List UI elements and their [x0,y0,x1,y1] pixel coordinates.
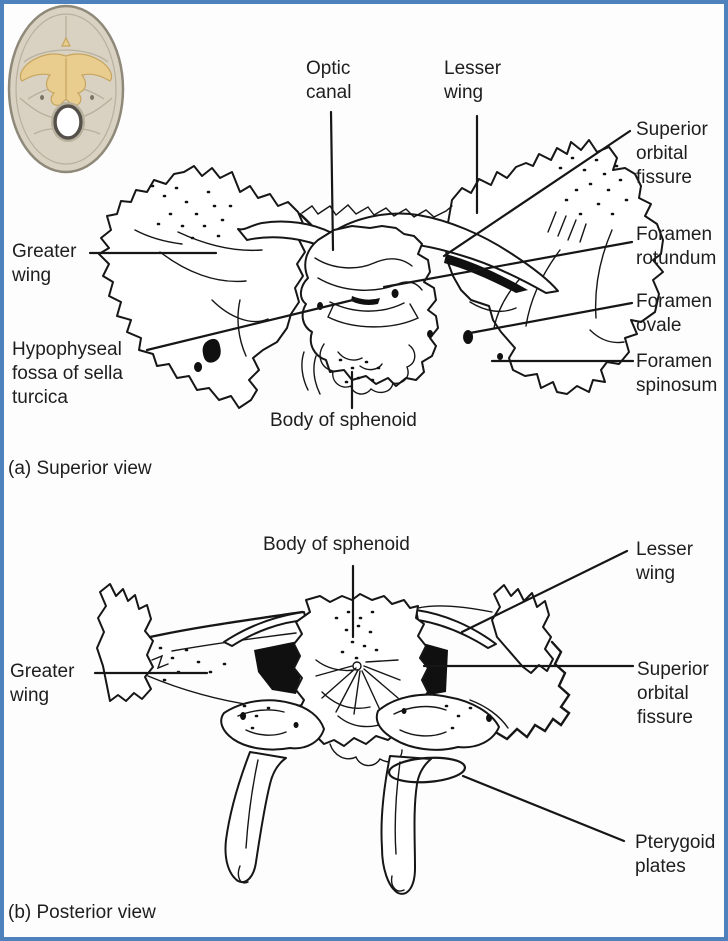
leader-optic-canal [329,110,335,252]
superior-orbital-fissure-slit-a [444,254,528,293]
body-dark-accents-a [317,296,434,338]
body-center-pit-b [352,661,362,671]
label-pterygoid-plates: Pterygoid plates [635,832,716,877]
label-hypophyseal-fossa: Hypophyseal fossa of sella turcica [12,339,123,408]
skull-inner-rim [15,13,117,165]
right-wing-upper-edge-b [417,605,509,729]
left-lesser-wing-b [223,611,307,647]
left-wing-details-a [134,229,269,357]
midline-ridge-a [301,204,453,218]
right-wing-lateral-edge-b [495,640,571,741]
foramen-magnum [53,104,83,140]
right-pterygoid-root-b [375,693,500,751]
foramen-magnum-rim [51,102,85,142]
body-radiating-texture-b [315,659,401,728]
right-plate-lines-b [390,761,405,892]
leader-foramen-rotundum [382,240,634,289]
label-greater-wing-a: Greater wing [12,241,77,286]
leader-superior-orbital-fissure-a [442,129,632,258]
left-pterygoid-plate-b [224,751,287,883]
caption-posterior-view: (b) Posterior view [8,902,156,923]
left-wing-foramen-spots-a [194,338,221,372]
label-optic-canal: Optic canal [306,58,352,103]
stipple-a [150,156,629,384]
stipple-b [158,610,473,730]
left-sof-opening-b [254,641,303,694]
label-foramen-rotundum: Foramen rotundum [636,224,717,269]
label-foramen-ovale: Foramen ovale [636,291,713,336]
label-body-of-sphenoid-a: Body of sphenoid [270,410,417,431]
leader-hypophyseal-fossa [145,297,359,352]
label-lesser-wing-b: Lesser wing [636,539,694,584]
leader-foramen-ovale [468,301,634,335]
leader-lesser-wing-b [460,549,629,634]
label-greater-wing-b: Greater wing [10,661,75,706]
right-lesser-wing-b [415,609,497,649]
left-greater-wing-a [98,165,306,409]
label-superior-orbital-fissure-b: Superior orbital fissure [637,659,709,728]
panel-b-posterior-view [93,549,635,895]
right-wing-crest-b [491,584,554,674]
label-body-of-sphenoid-b: Body of sphenoid [263,534,410,555]
left-wing-tip-b [96,583,154,702]
left-plate-lines-b [237,759,259,884]
right-pterygoid-plate-b [380,755,432,895]
left-wing-upper-edge-b [148,610,304,639]
label-foramen-spinosum: Foramen spinosum [636,351,718,396]
label-lesser-wing-a: Lesser wing [444,58,502,103]
right-greater-wing-a [444,139,664,395]
leader-lines-a [88,110,635,410]
panel-a-superior-view [88,110,664,410]
leader-pterygoid-plates [461,774,626,843]
caption-superior-view: (a) Superior view [8,458,152,479]
label-superior-orbital-fissure-a: Superior orbital fissure [636,119,708,188]
skull-base-inset-locator [7,4,125,174]
pterygoid-annotation-ellipse [387,756,467,784]
left-lesser-wing-a [237,220,333,246]
right-root-details-b [393,705,447,737]
leader-lines-b [93,549,635,843]
clivus-scallops-a [301,343,416,395]
right-wing-hatching-a [547,211,587,243]
